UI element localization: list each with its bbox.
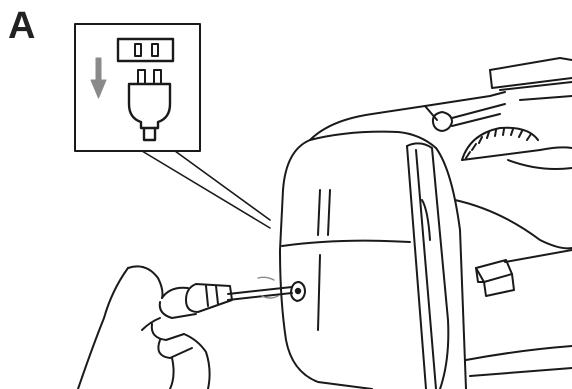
sewing-machine-head-icon [280,58,572,389]
hand-with-screwdriver-icon [78,266,292,389]
power-plug-icon [129,70,170,140]
plug-unplug-inset-icon [75,24,270,228]
down-arrow-icon [91,58,106,98]
wall-outlet-icon [118,39,173,61]
